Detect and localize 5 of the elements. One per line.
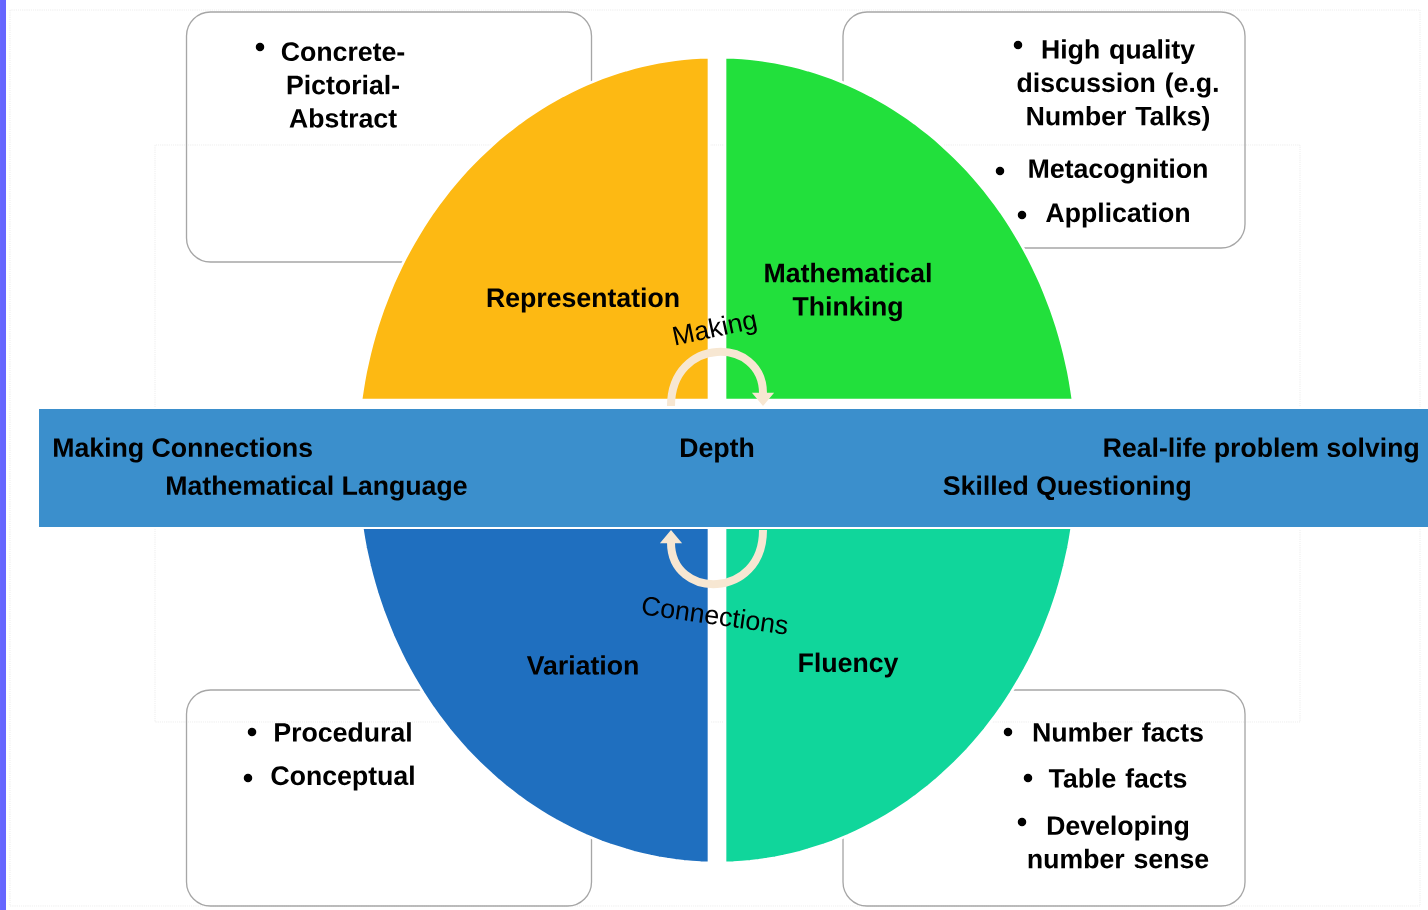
edge-label: Making bbox=[672, 314, 757, 346]
edge-label: Connections bbox=[642, 597, 788, 635]
curved-arrow bbox=[659, 529, 767, 588]
curved-arrow bbox=[667, 348, 775, 407]
band: Making Connections Depth Real-life problem solving Mathematical Language Skilled Questioning bbox=[37, 407, 1428, 529]
